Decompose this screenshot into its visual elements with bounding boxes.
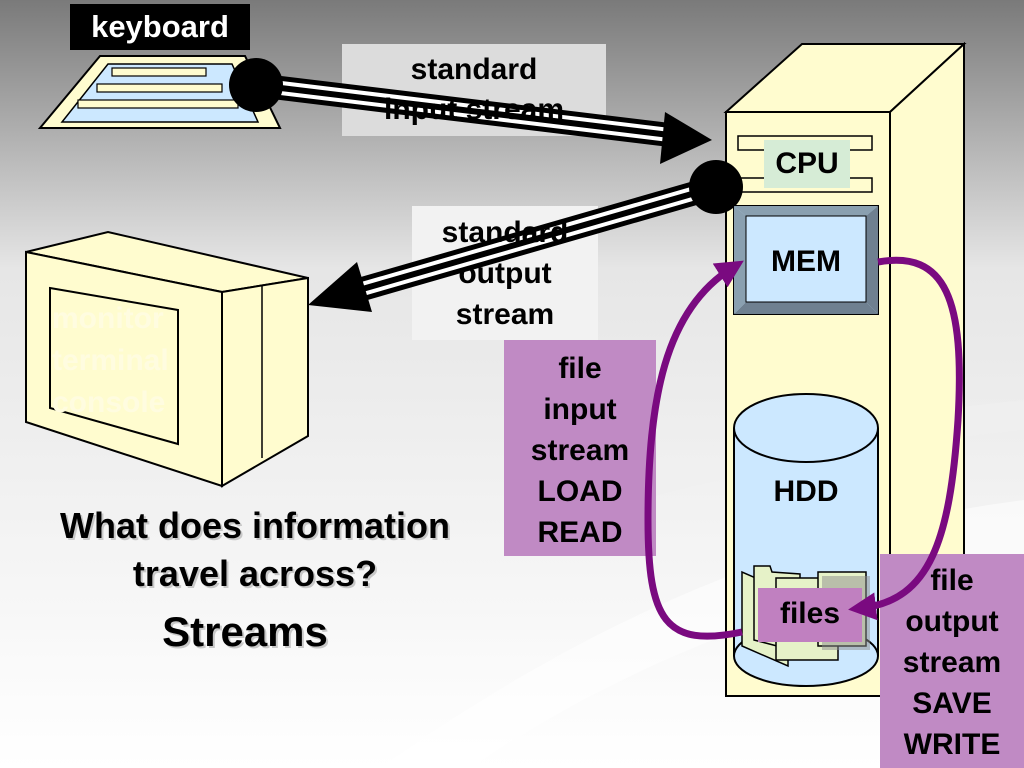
question-line-1: What does information [60, 505, 450, 546]
file-input-stream-label: file input stream LOAD READ [530, 352, 630, 549]
keyboard-label-box [70, 4, 250, 50]
keyboard-connector [229, 58, 283, 112]
cpu-label: CPU [775, 147, 839, 180]
file-input-stream-arrow [644, 260, 744, 640]
std-input-stream-label: standard input stream [383, 53, 565, 126]
hdd-label: HDD [773, 475, 839, 508]
std-output-stream-arrow [308, 175, 720, 312]
question-line-2: travel across? [132, 553, 378, 594]
std-input-stream-arrow [254, 73, 712, 164]
keyboard-icon [37, 55, 282, 129]
std-output-stream-label: standard output stream [441, 216, 569, 331]
keyboard-label: keyboard [91, 9, 229, 44]
file-input-stream-box [504, 340, 656, 556]
mem-label: MEM [771, 245, 841, 278]
file-output-stream-label: file output stream SAVE WRITE [902, 564, 1002, 761]
monitor-icon [25, 230, 309, 488]
memory-box [733, 205, 879, 315]
monitor-label: monitor terminal console [52, 302, 169, 419]
file-output-stream-arrow [848, 256, 963, 621]
answer-streams: Streams [162, 608, 328, 655]
cpu-label-box [764, 140, 850, 188]
files-label: files [779, 597, 841, 630]
cpu-connector [689, 160, 743, 214]
files-label-box [758, 588, 862, 642]
